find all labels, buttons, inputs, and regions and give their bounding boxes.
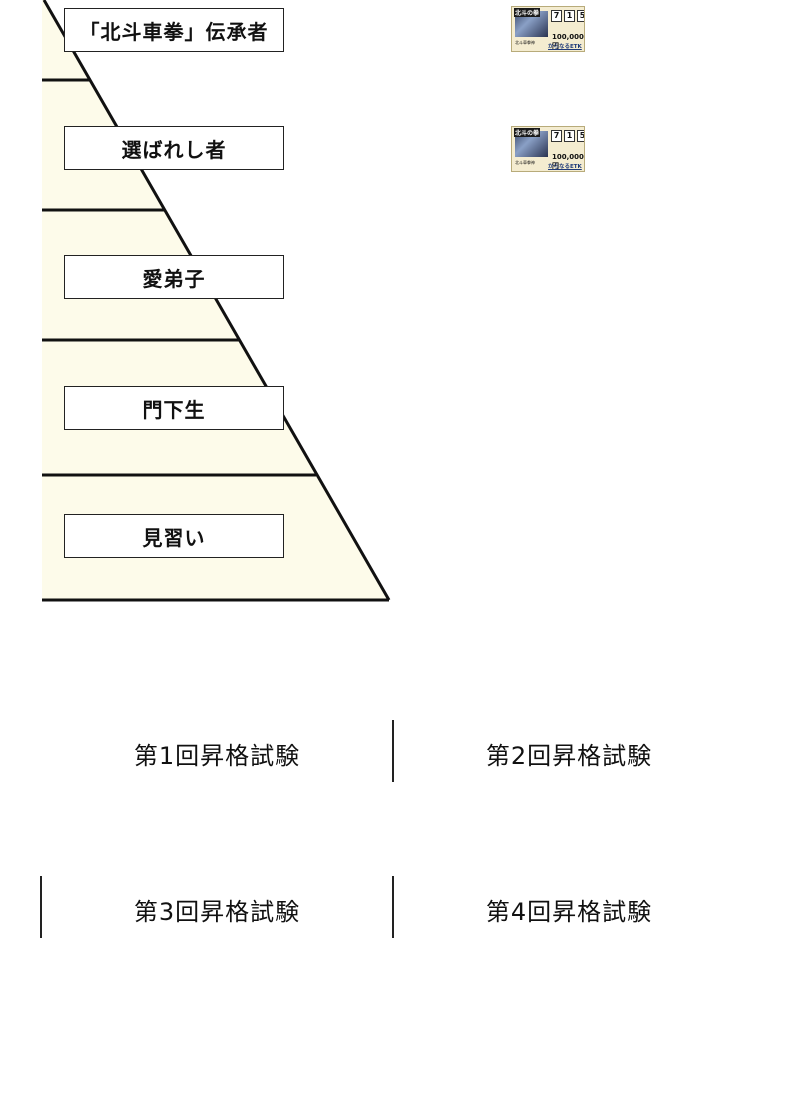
- card-logo: 北斗の拳: [514, 128, 541, 137]
- card-number: 1: [564, 10, 575, 22]
- rank-label-chosen[interactable]: 選ばれし者: [64, 126, 284, 170]
- card-numbers: 7 1 5: [551, 130, 584, 142]
- card-numbers: 7 1 5: [551, 10, 584, 22]
- card-brand: からなるETK: [548, 44, 582, 50]
- exam-link-2[interactable]: 第2回昇格試験: [485, 742, 653, 770]
- rank-label-beloved-disciple[interactable]: 愛弟子: [64, 255, 284, 299]
- card-number: 1: [564, 130, 575, 142]
- card-number: 7: [551, 10, 562, 22]
- card-amount: 100,000円: [552, 33, 584, 50]
- card-logo: 北斗の拳: [514, 8, 541, 17]
- card-brand: からなるETK: [548, 164, 582, 170]
- card-number: 7: [551, 130, 562, 142]
- exam-link-1[interactable]: 第1回昇格試験: [133, 742, 301, 770]
- rank-label-successor[interactable]: 「北斗車拳」伝承者: [64, 8, 284, 52]
- etc-card-image[interactable]: 北斗の拳 7 1 5 北斗車拳神 100,000円 からなるETK: [511, 126, 585, 172]
- column-divider: [392, 876, 394, 938]
- rank-label-apprentice[interactable]: 見習い: [64, 514, 284, 558]
- card-number: 5: [577, 130, 584, 142]
- column-divider: [40, 876, 42, 938]
- column-divider: [392, 720, 394, 782]
- exam-link-4[interactable]: 第4回昇格試験: [485, 898, 653, 926]
- card-amount: 100,000円: [552, 153, 584, 170]
- pyramid-edge: [42, 0, 391, 601]
- card-caption: 北斗車拳神: [515, 40, 535, 45]
- rank-label-pupil[interactable]: 門下生: [64, 386, 284, 430]
- card-number: 5: [577, 10, 584, 22]
- etc-card-image[interactable]: 北斗の拳 7 1 5 北斗車拳神 100,000円 からなるETK: [511, 6, 585, 52]
- exam-link-3[interactable]: 第3回昇格試験: [133, 898, 301, 926]
- card-caption: 北斗車拳神: [515, 160, 535, 165]
